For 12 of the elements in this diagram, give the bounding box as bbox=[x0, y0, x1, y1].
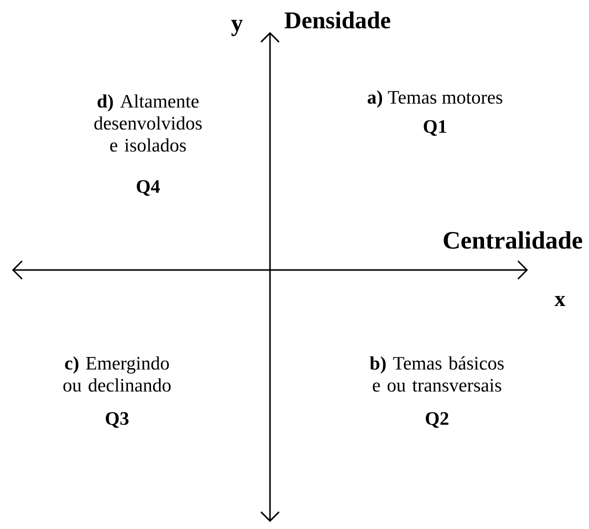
quadrant-code: Q1 bbox=[424, 120, 446, 136]
axis-label: x bbox=[554, 296, 566, 306]
quadrant-label: b) Temas básicos e ou transversais bbox=[370, 356, 504, 392]
axis-label: y bbox=[231, 20, 243, 36]
quadrant-code: Q4 bbox=[136, 180, 160, 196]
quadrant-code: Q2 bbox=[426, 412, 448, 428]
quadrant-label: d) Altamente desenvolvidos e isolados bbox=[94, 94, 202, 152]
axis-label: Centralidade bbox=[444, 231, 582, 249]
quadrant-code: Q3 bbox=[106, 412, 128, 428]
axis-label: Densidade bbox=[284, 12, 390, 28]
quadrant-label: c) Emergindo ou declinando bbox=[63, 356, 171, 392]
quadrant-label: a) Temas motores bbox=[368, 90, 502, 108]
